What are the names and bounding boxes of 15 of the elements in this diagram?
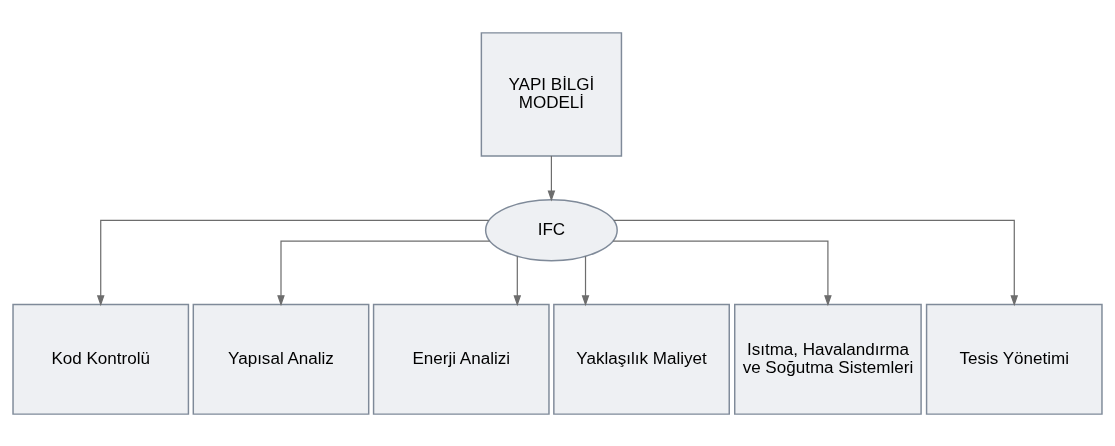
arrow (513, 255, 522, 306)
node-box: Yaklaşılık Maliyet (553, 303, 730, 415)
arrow (96, 219, 490, 306)
arrow (613, 219, 1019, 306)
arrow (547, 154, 556, 201)
arrow (612, 240, 832, 306)
node-ellipse: IFC (484, 198, 618, 261)
arrow (277, 240, 491, 306)
node-box: Isıtma, Havalandırma ve Soğutma Sistemleri (734, 303, 922, 415)
node-box: Enerji Analizi (372, 303, 550, 415)
arrow (581, 255, 590, 306)
node-box: Yapısal Analiz (192, 303, 370, 415)
node-box: Kod Kontrolü (12, 303, 190, 415)
node-box: YAPI BİLGİ MODELİ (480, 31, 623, 157)
node-box: Tesis Yönetimi (925, 303, 1103, 415)
